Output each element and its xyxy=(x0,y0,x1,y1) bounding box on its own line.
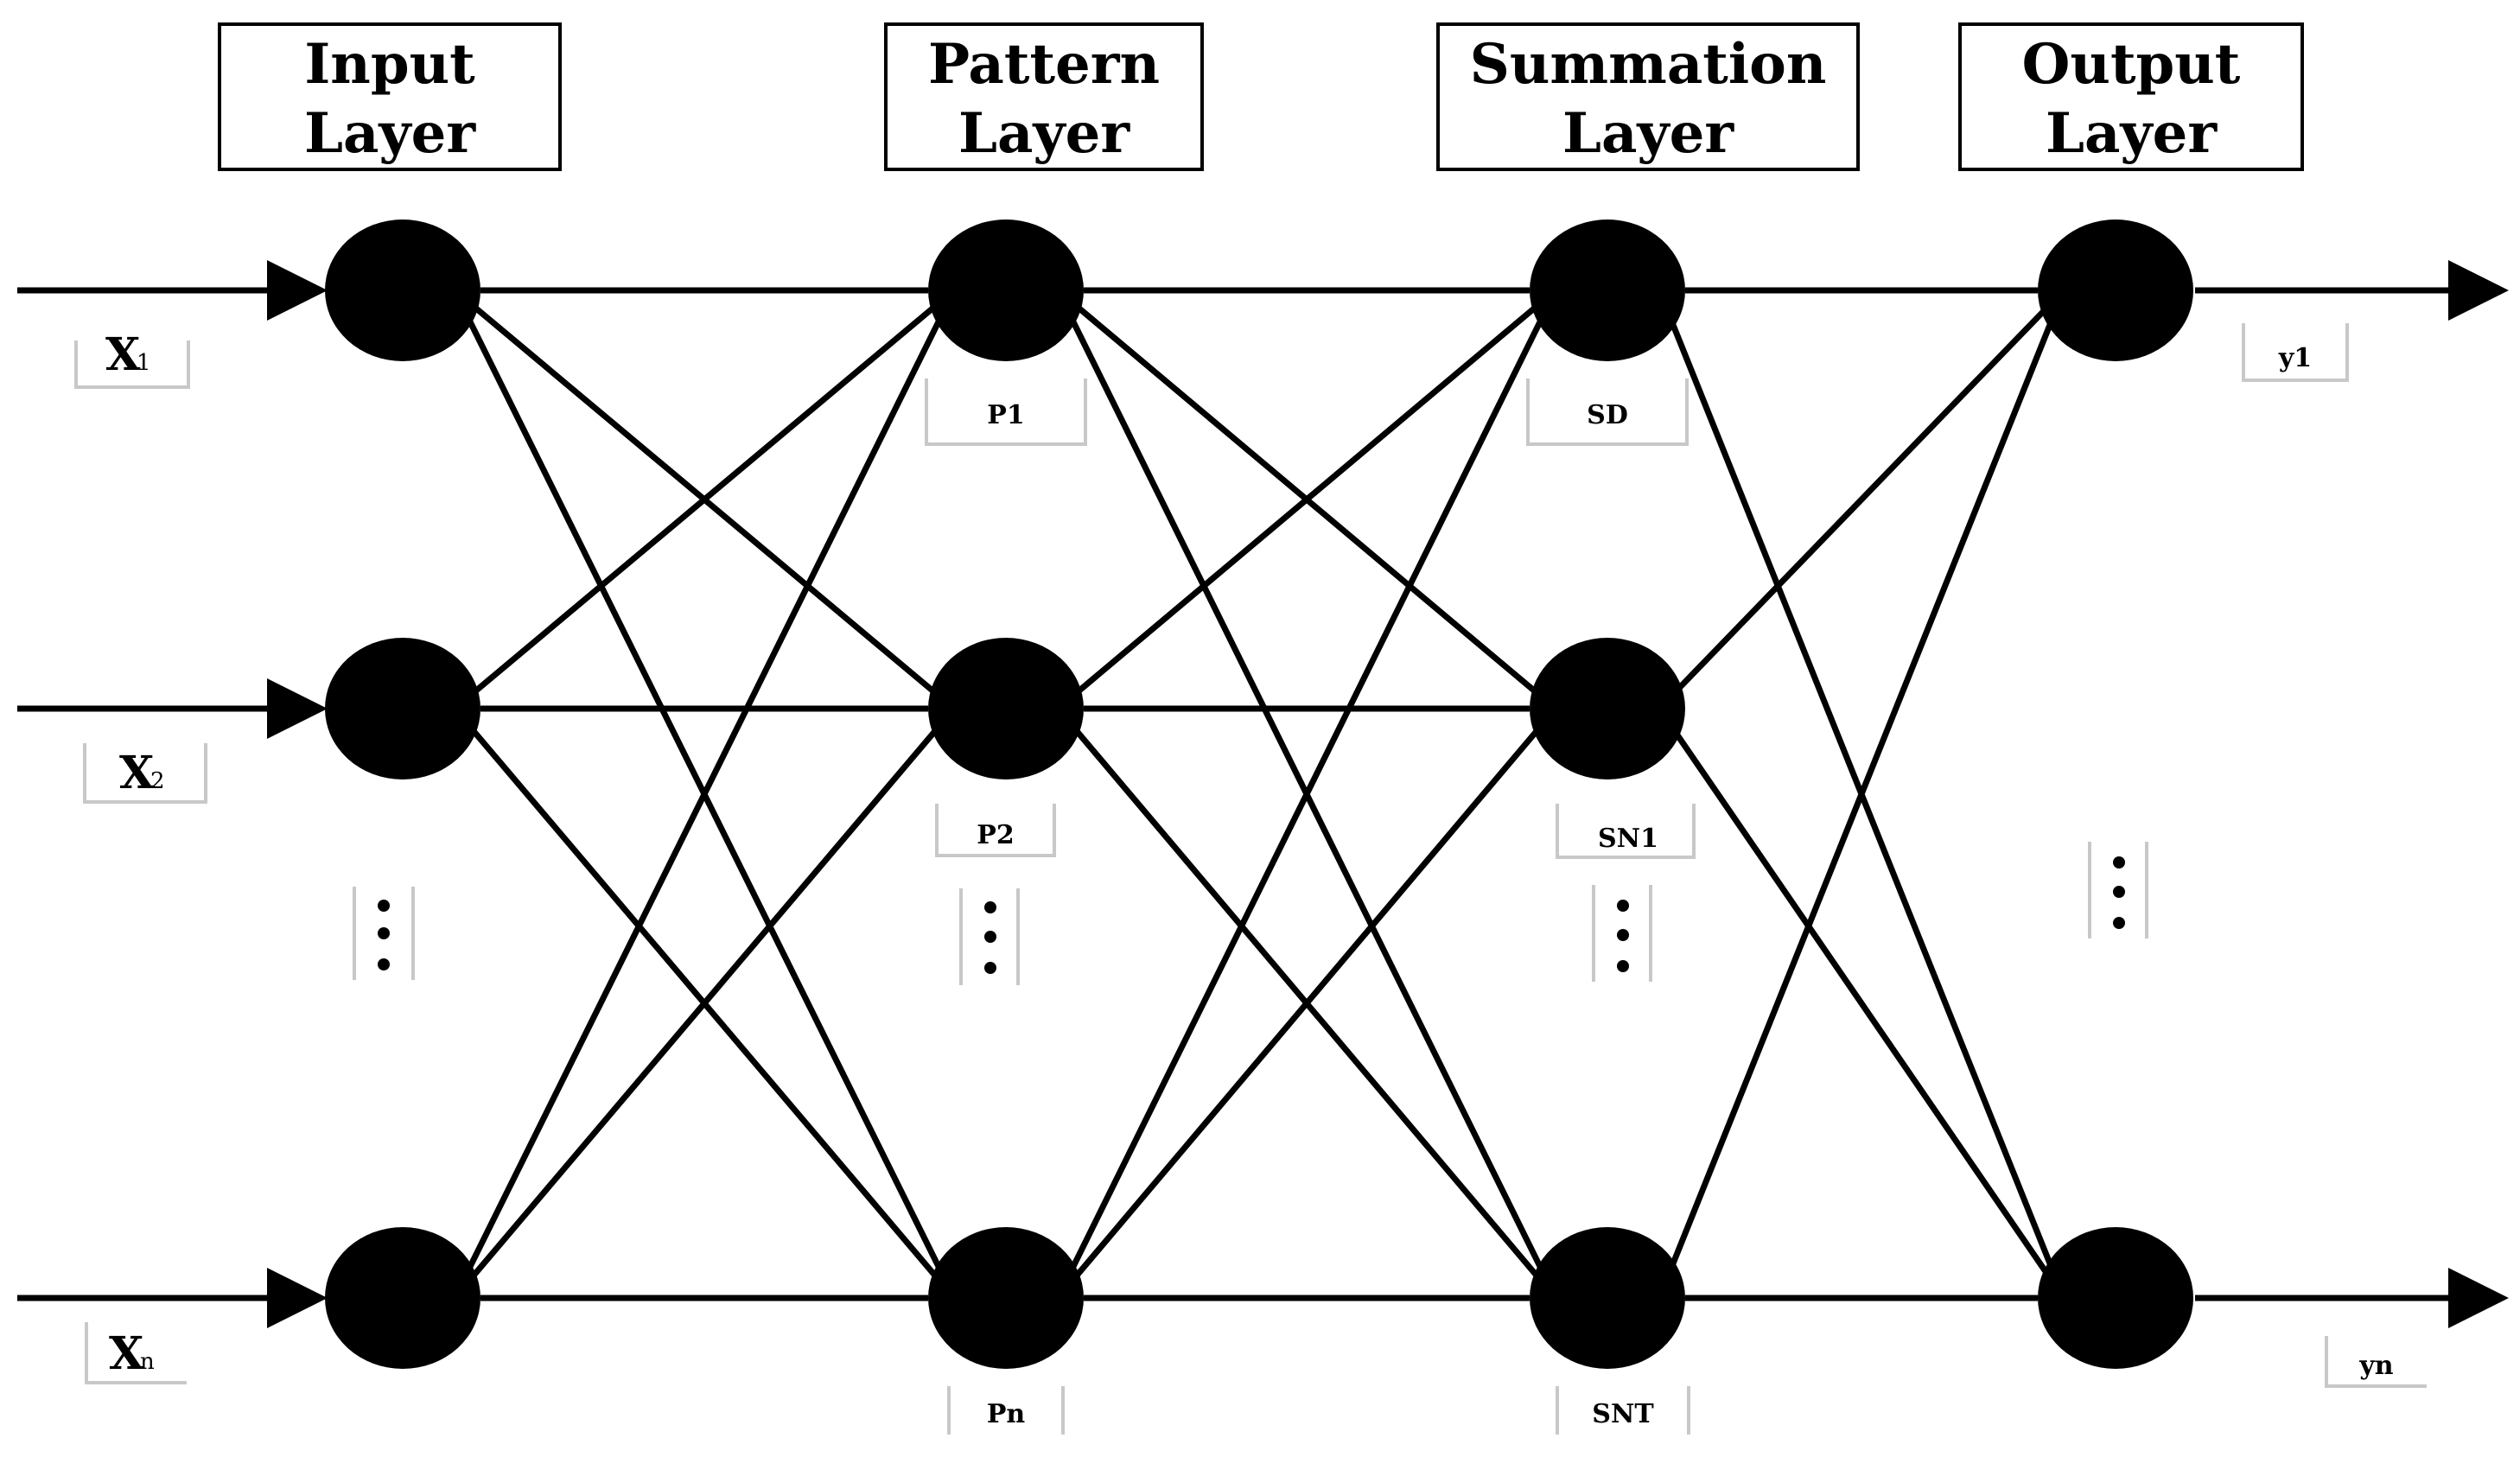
summation-node-1 xyxy=(1530,220,1685,361)
output-label: y1 xyxy=(2278,343,2312,373)
summation-label: SN1 xyxy=(1598,824,1658,854)
layer-title-line1: Input xyxy=(304,32,475,97)
summation-label: SNT xyxy=(1592,1399,1654,1429)
connection-pattern-3-to-summation-2 xyxy=(1055,706,1558,1301)
connection-pattern-2-to-summation-1 xyxy=(1055,288,1558,711)
pattern-label-p1: P1 xyxy=(925,379,1087,446)
pattern-label-pn: Pn xyxy=(947,1386,1065,1435)
layer-title-input: Input Layer xyxy=(218,22,562,171)
connection-input-3-to-pattern-2 xyxy=(452,706,957,1301)
neurons xyxy=(325,220,2193,1369)
input-label-xn: X n xyxy=(85,1322,187,1384)
pattern-node-1 xyxy=(928,220,1084,361)
input-label-sub: 1 xyxy=(137,350,151,376)
pattern-label: P2 xyxy=(977,820,1014,850)
pattern-label: P1 xyxy=(987,400,1024,430)
pattern-label-p2: P2 xyxy=(935,804,1056,857)
connection-summation-2-to-output-1 xyxy=(1657,288,2066,711)
input-node-2 xyxy=(325,638,480,779)
pattern-node-3 xyxy=(928,1227,1084,1369)
layer-title-summation: Summation Layer xyxy=(1436,22,1860,171)
connection-summation-2-to-output-2 xyxy=(1657,707,2066,1300)
layer-title-line1: Summation xyxy=(1470,32,1827,97)
connections xyxy=(451,287,2067,1301)
connection-summation-3-to-output-1 xyxy=(1656,289,2067,1300)
input-label-x1: X 1 xyxy=(74,328,190,389)
input-node-1 xyxy=(325,220,480,361)
summation-label-snt: SNT xyxy=(1556,1386,1690,1435)
layer-title-line2: Layer xyxy=(1562,101,1734,166)
summation-node-3 xyxy=(1530,1227,1685,1369)
layer-title-line1: Pattern xyxy=(928,32,1160,97)
input-label-x2: X 2 xyxy=(83,743,207,804)
summation-label: SD xyxy=(1587,400,1628,430)
ellipsis-pattern xyxy=(959,888,1020,985)
layer-title-line1: Output xyxy=(2022,32,2241,97)
ellipsis-output xyxy=(2088,842,2148,938)
layer-title-output: Output Layer xyxy=(1958,22,2304,171)
output-label-yn: yn xyxy=(2325,1336,2427,1388)
output-label: yn xyxy=(2358,1351,2393,1381)
layer-title-pattern: Pattern Layer xyxy=(884,22,1204,171)
input-node-3 xyxy=(325,1227,480,1369)
layer-title-line2: Layer xyxy=(2046,101,2218,166)
input-label-sub: 2 xyxy=(150,768,165,794)
input-label-base: X xyxy=(109,1327,144,1380)
summation-label-sn1: SN1 xyxy=(1556,804,1696,859)
input-label-base: X xyxy=(105,328,141,381)
connection-input-3-to-pattern-1 xyxy=(451,289,958,1300)
ellipsis-summation xyxy=(1592,885,1652,982)
connection-pattern-3-to-summation-1 xyxy=(1054,289,1559,1300)
output-node-1 xyxy=(2038,220,2193,361)
input-label-sub: n xyxy=(140,1349,155,1375)
pattern-node-2 xyxy=(928,638,1084,779)
layer-title-line2: Layer xyxy=(304,101,476,166)
connection-input-2-to-pattern-1 xyxy=(452,288,957,711)
layer-title-line2: Layer xyxy=(958,101,1130,166)
output-label-y1: y1 xyxy=(2242,323,2349,382)
ellipsis-input xyxy=(353,887,415,980)
summation-label-sd: SD xyxy=(1526,379,1689,446)
output-node-2 xyxy=(2038,1227,2193,1369)
pattern-label: Pn xyxy=(987,1399,1026,1429)
input-label-base: X xyxy=(119,747,155,799)
summation-node-2 xyxy=(1530,638,1685,779)
